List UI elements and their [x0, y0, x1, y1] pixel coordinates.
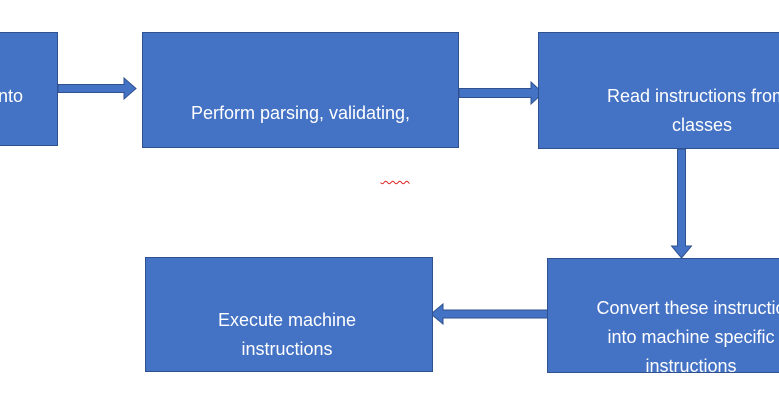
- step-parse-line-2: linking and initialization: [191, 161, 381, 181]
- step-parse-line-3: operations: [258, 219, 343, 239]
- step-execute-box: Execute machine instructions: [145, 257, 433, 372]
- step-load-box: nto: [0, 32, 58, 146]
- step-parse-box: Perform parsing, validating, linking and…: [142, 32, 459, 239]
- arrow-parse-to-read: [458, 80, 544, 106]
- step-convert-label: Convert these instructio into machine sp…: [596, 298, 779, 376]
- step-parse-label: Perform parsing, validating, linking and…: [143, 62, 458, 244]
- arrow-load-to-parse: [57, 76, 137, 101]
- step-convert-box: Convert these instructio into machine sp…: [547, 258, 779, 376]
- step-load-label: nto: [0, 86, 23, 106]
- step-read-label: Read instructions from t classes: [606, 86, 779, 135]
- step-parse-line-1: Perform parsing, validating,: [190, 103, 411, 123]
- arrow-convert-to-execute: [430, 302, 549, 326]
- step-read-box: Read instructions from t classes: [538, 32, 779, 149]
- spellcheck-flagged-word: ect.: [380, 161, 410, 181]
- step-execute-label: Execute machine instructions: [217, 310, 357, 359]
